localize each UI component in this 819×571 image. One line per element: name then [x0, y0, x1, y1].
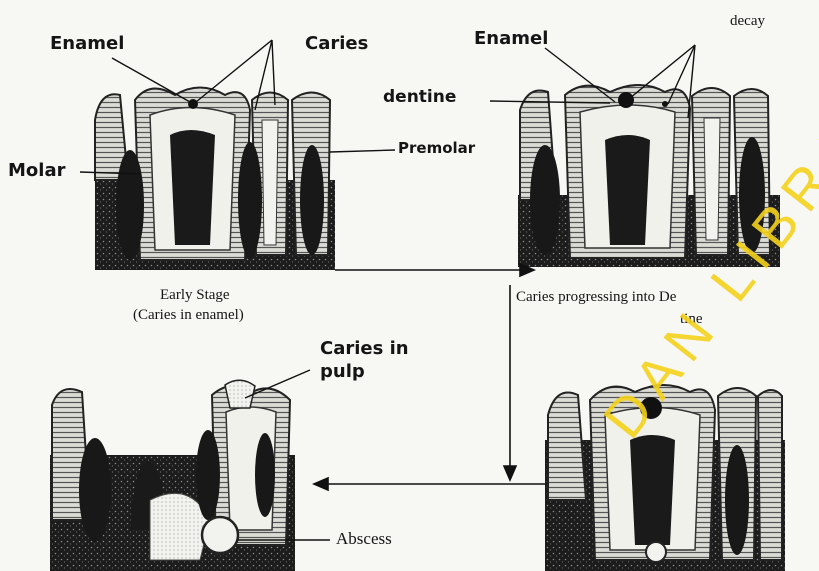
tooth-left-partial [548, 393, 586, 501]
caption-early-stage: Early Stage [160, 288, 230, 303]
premolar-1-pulp [704, 118, 720, 240]
panel-caries-in-pulp [50, 380, 295, 571]
premolar-1-pulp [262, 120, 278, 245]
label-premolar: Premolar [398, 141, 475, 156]
premolar-root-dark [300, 145, 324, 255]
premolar-2 [758, 390, 782, 560]
label-caries-in-pulp-2: pulp [320, 363, 365, 381]
label-abscess: Abscess [336, 530, 392, 547]
root-dark [196, 430, 220, 520]
caries-cavity [225, 380, 255, 408]
root-dark [79, 438, 111, 542]
panel-early-stage [95, 88, 335, 271]
molar-pulp [630, 435, 675, 545]
root-dark [725, 445, 749, 555]
label-decay-fragment: decay [730, 14, 765, 29]
caries-spot-dentine [618, 92, 634, 108]
label-enamel: Enamel [50, 35, 124, 53]
premolar-root-dark-2 [238, 142, 262, 258]
root-dark [255, 433, 275, 517]
root-dark [530, 145, 560, 255]
label-enamel-2: Enamel [474, 30, 548, 48]
caries-spot-enamel [188, 99, 198, 109]
abscess-start [646, 542, 666, 562]
label-caries-in-pulp-1: Caries in [320, 340, 409, 358]
molar-root-dark-left [116, 150, 144, 260]
label-caries: Caries [305, 35, 368, 53]
molar-pulp [170, 130, 215, 245]
label-dentine: dentine [383, 89, 456, 106]
label-molar: Molar [8, 162, 65, 180]
caption-caries-progressing: Caries progressing into De [516, 290, 676, 305]
molar-pulp [605, 135, 650, 245]
abscess [202, 517, 238, 553]
caries-spot-small [662, 101, 668, 107]
arrow-down-head [504, 466, 516, 480]
arrow-left-head [314, 478, 328, 490]
caption-caries-in-enamel: (Caries in enamel) [133, 308, 244, 323]
